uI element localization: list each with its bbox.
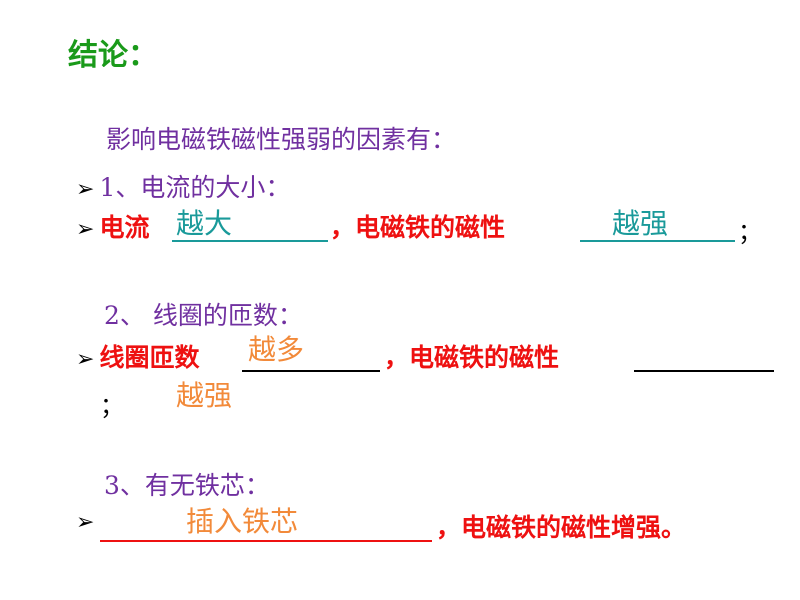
section-3-heading: 3、有无铁芯： [104, 471, 270, 500]
answer-blank-underline [580, 240, 735, 242]
section-2-middle: ，电磁铁的磁性 [384, 343, 560, 372]
answer-blank-underline [100, 540, 432, 542]
section-1-heading: 1、电流的大小： [99, 173, 291, 202]
intro-text: 影响电磁铁磁性强弱的因素有： [106, 125, 457, 154]
section-2-end-punct: ； [100, 392, 124, 420]
bullet-arrow-icon: ➢ [76, 217, 95, 242]
answer-blank-underline [242, 370, 380, 372]
answer-coil-turns: 越多 [248, 333, 305, 366]
section-2-line-start: 线圈匝数 [99, 343, 200, 372]
answer-current-size: 越大 [176, 207, 233, 240]
answer-blank-underline [634, 370, 774, 372]
page-title: 结论： [68, 38, 158, 73]
section-1-end-punct: ； [738, 218, 762, 246]
answer-magnetism-stronger-1: 越强 [612, 207, 669, 240]
section-2-statement-row: ➢ 线圈匝数 [76, 338, 200, 374]
section-1-heading-row: ➢ 1、电流的大小： [76, 168, 290, 204]
section-3-end: ，电磁铁的磁性增强。 [436, 513, 687, 542]
section-1-statement-row: ➢ 电流 [76, 208, 150, 244]
section-1-line-start: 电流 [99, 213, 150, 242]
section-2-heading: 2、 线圈的匝数： [104, 301, 303, 330]
bullet-arrow-icon: ➢ [76, 347, 95, 372]
section-3-statement-row: ➢ [76, 510, 94, 535]
answer-magnetism-stronger-2: 越强 [176, 379, 233, 412]
answer-blank-underline [172, 240, 328, 242]
section-1-middle: ，电磁铁的磁性 [330, 213, 506, 242]
answer-iron-core: 插入铁芯 [186, 505, 299, 538]
bullet-arrow-icon: ➢ [76, 510, 95, 535]
bullet-arrow-icon: ➢ [76, 177, 95, 202]
